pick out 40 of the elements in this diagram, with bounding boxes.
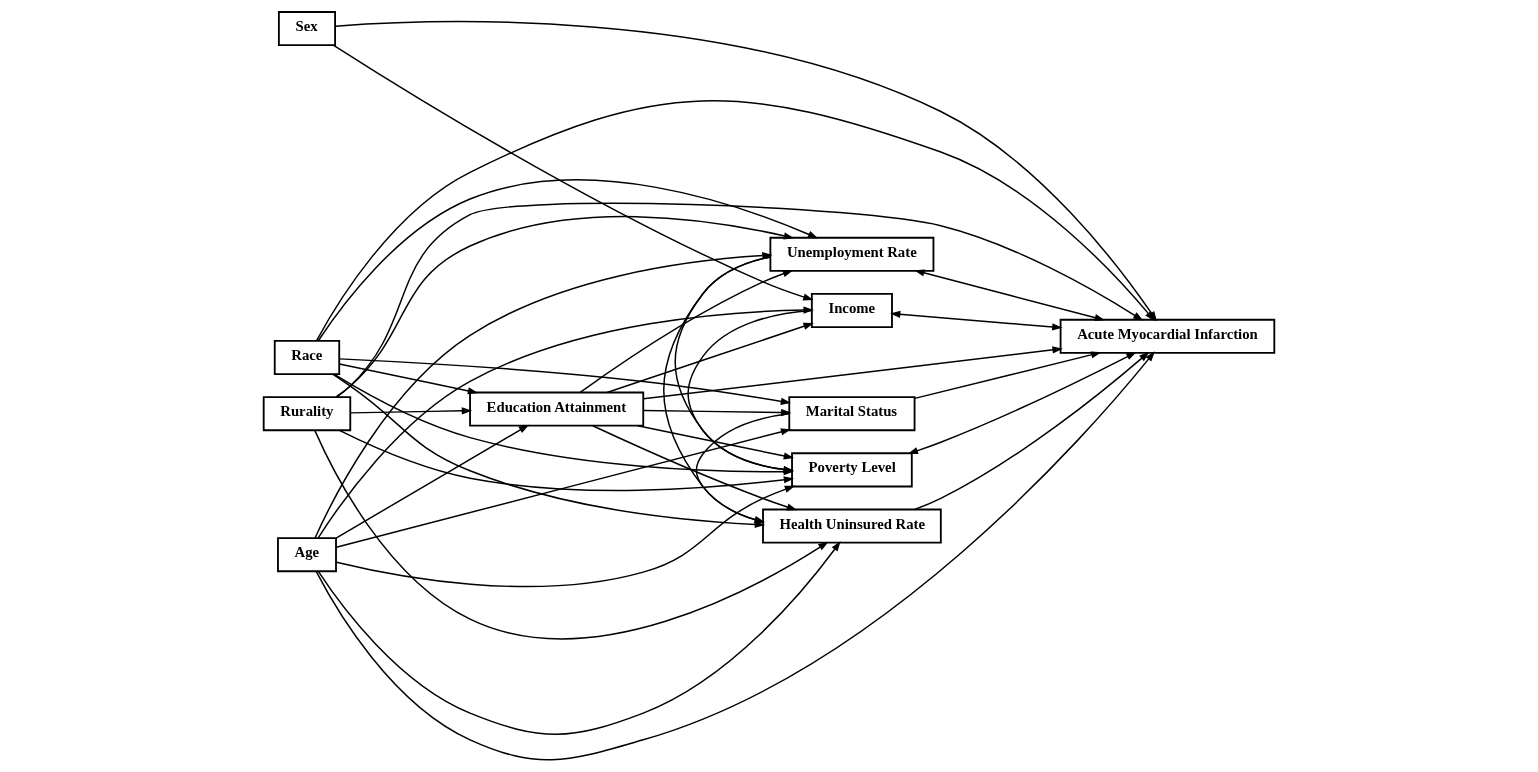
arrow <box>914 269 1106 322</box>
arrow <box>637 424 795 460</box>
node-box: Sex <box>277 11 336 47</box>
node-box: Acute Myocardial Infarction <box>1059 318 1276 354</box>
arrow <box>317 306 814 539</box>
arrow <box>314 252 773 539</box>
arrow <box>335 424 530 539</box>
arrow <box>317 179 819 342</box>
node-box: Rurality <box>262 396 352 432</box>
node-box: Education Attainment <box>469 391 645 427</box>
arrow <box>317 541 841 736</box>
arrow <box>338 358 792 405</box>
node-box: Age <box>277 537 337 573</box>
arrow <box>913 351 1150 511</box>
arrow <box>335 428 792 548</box>
arrow <box>336 202 1144 398</box>
node-box: Unemployment Rate <box>769 236 935 272</box>
arrow <box>332 44 814 301</box>
arrow <box>907 351 1137 455</box>
arrow <box>335 215 795 398</box>
arrow <box>349 407 473 415</box>
arrow <box>606 322 814 394</box>
arrow <box>687 309 813 474</box>
arrow <box>914 351 1102 400</box>
arrow <box>695 413 790 524</box>
arrow <box>642 346 1063 400</box>
node-box: Race <box>273 339 341 375</box>
node-box: Health Uninsured Rate <box>762 508 942 544</box>
arrow <box>315 351 1155 761</box>
arrow <box>338 429 795 492</box>
node-box: Poverty Level <box>791 452 913 488</box>
arrow <box>592 425 798 511</box>
node-box: Marital Status <box>788 396 916 432</box>
arrow <box>663 256 771 524</box>
arrow <box>314 429 829 640</box>
arrow <box>338 363 479 395</box>
arrow <box>890 310 1063 331</box>
arrow <box>579 270 794 394</box>
node-box: Income <box>810 293 893 328</box>
arrow <box>335 485 796 588</box>
